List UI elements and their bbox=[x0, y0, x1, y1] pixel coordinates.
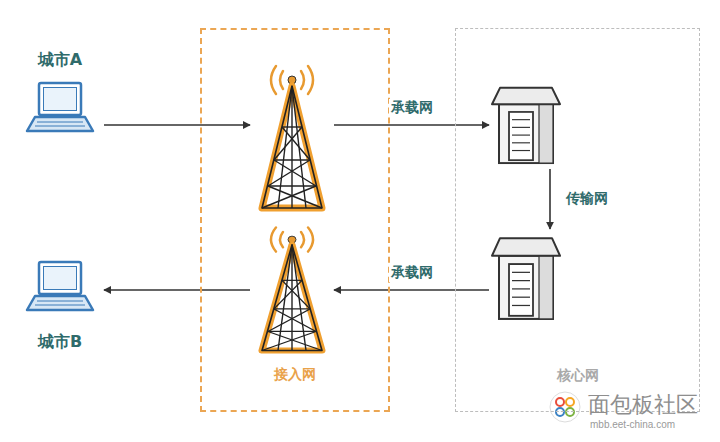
server-room bbox=[491, 233, 561, 321]
core-node bbox=[491, 83, 561, 165]
base-station bbox=[252, 224, 332, 354]
watermark-logo bbox=[548, 390, 582, 424]
arrow-connector bbox=[549, 169, 551, 229]
core-node bbox=[491, 233, 561, 321]
city-label: 城市B bbox=[38, 332, 82, 353]
watermark-text: 面包板社区 bbox=[588, 390, 698, 420]
laptop-icon bbox=[25, 256, 95, 318]
radio-tower bbox=[252, 62, 332, 212]
network-label: 承载网 bbox=[389, 99, 435, 117]
city-terminal: 城市A bbox=[18, 50, 102, 154]
arrow-connector bbox=[104, 289, 250, 291]
watermark-url: mbb.eet-china.com bbox=[590, 419, 675, 430]
network-label: 承载网 bbox=[389, 264, 435, 282]
server-room bbox=[491, 83, 561, 165]
radio-tower bbox=[252, 224, 332, 354]
city-label: 城市A bbox=[38, 50, 82, 71]
network-label: 传输网 bbox=[564, 190, 610, 208]
access-network-region: 接入网 bbox=[200, 28, 390, 412]
region-label: 接入网 bbox=[274, 366, 316, 384]
region-label: 核心网 bbox=[557, 367, 599, 385]
arrow-connector bbox=[334, 289, 489, 291]
core-network-region: 核心网 bbox=[455, 28, 700, 412]
arrow-connector bbox=[104, 124, 250, 126]
base-station bbox=[252, 62, 332, 212]
laptop-icon bbox=[25, 77, 95, 139]
arrow-connector bbox=[334, 124, 489, 126]
city-terminal: 城市B bbox=[18, 256, 102, 364]
